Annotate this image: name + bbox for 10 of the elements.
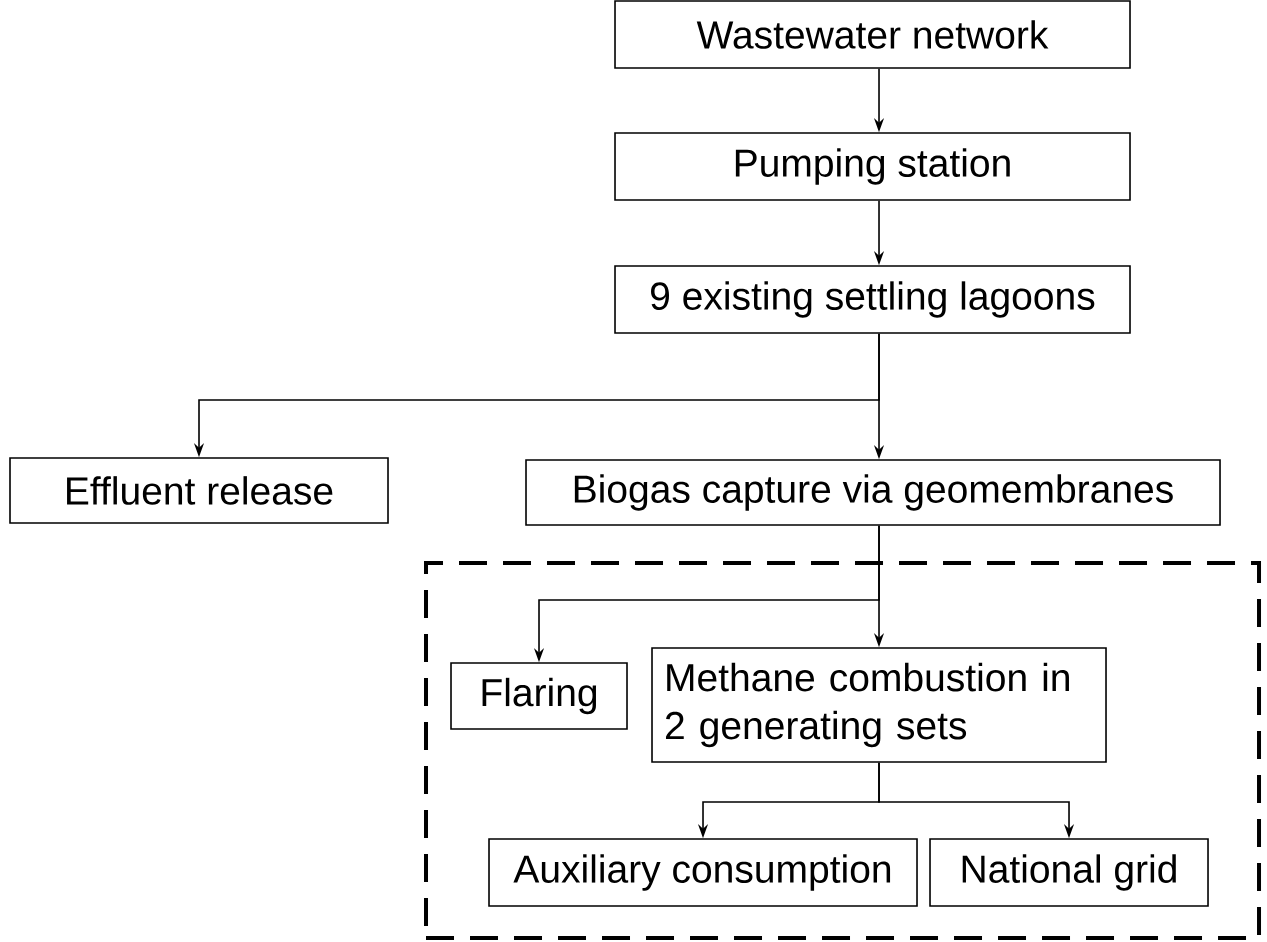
process-box: Methane combustion in 2 generating sets xyxy=(651,647,1107,763)
process-box: National grid xyxy=(929,838,1209,907)
process-box: Pumping station xyxy=(614,132,1131,201)
process-box: Biogas capture via geomembranes xyxy=(525,459,1221,526)
dashed-frame xyxy=(424,561,1261,940)
process-box: 9 existing settling lagoons xyxy=(614,265,1131,334)
process-box: Flaring xyxy=(450,662,628,730)
process-box: Auxiliary consumption xyxy=(488,838,918,907)
process-box: Wastewater network xyxy=(614,0,1131,69)
process-box: Effluent release xyxy=(9,457,389,524)
